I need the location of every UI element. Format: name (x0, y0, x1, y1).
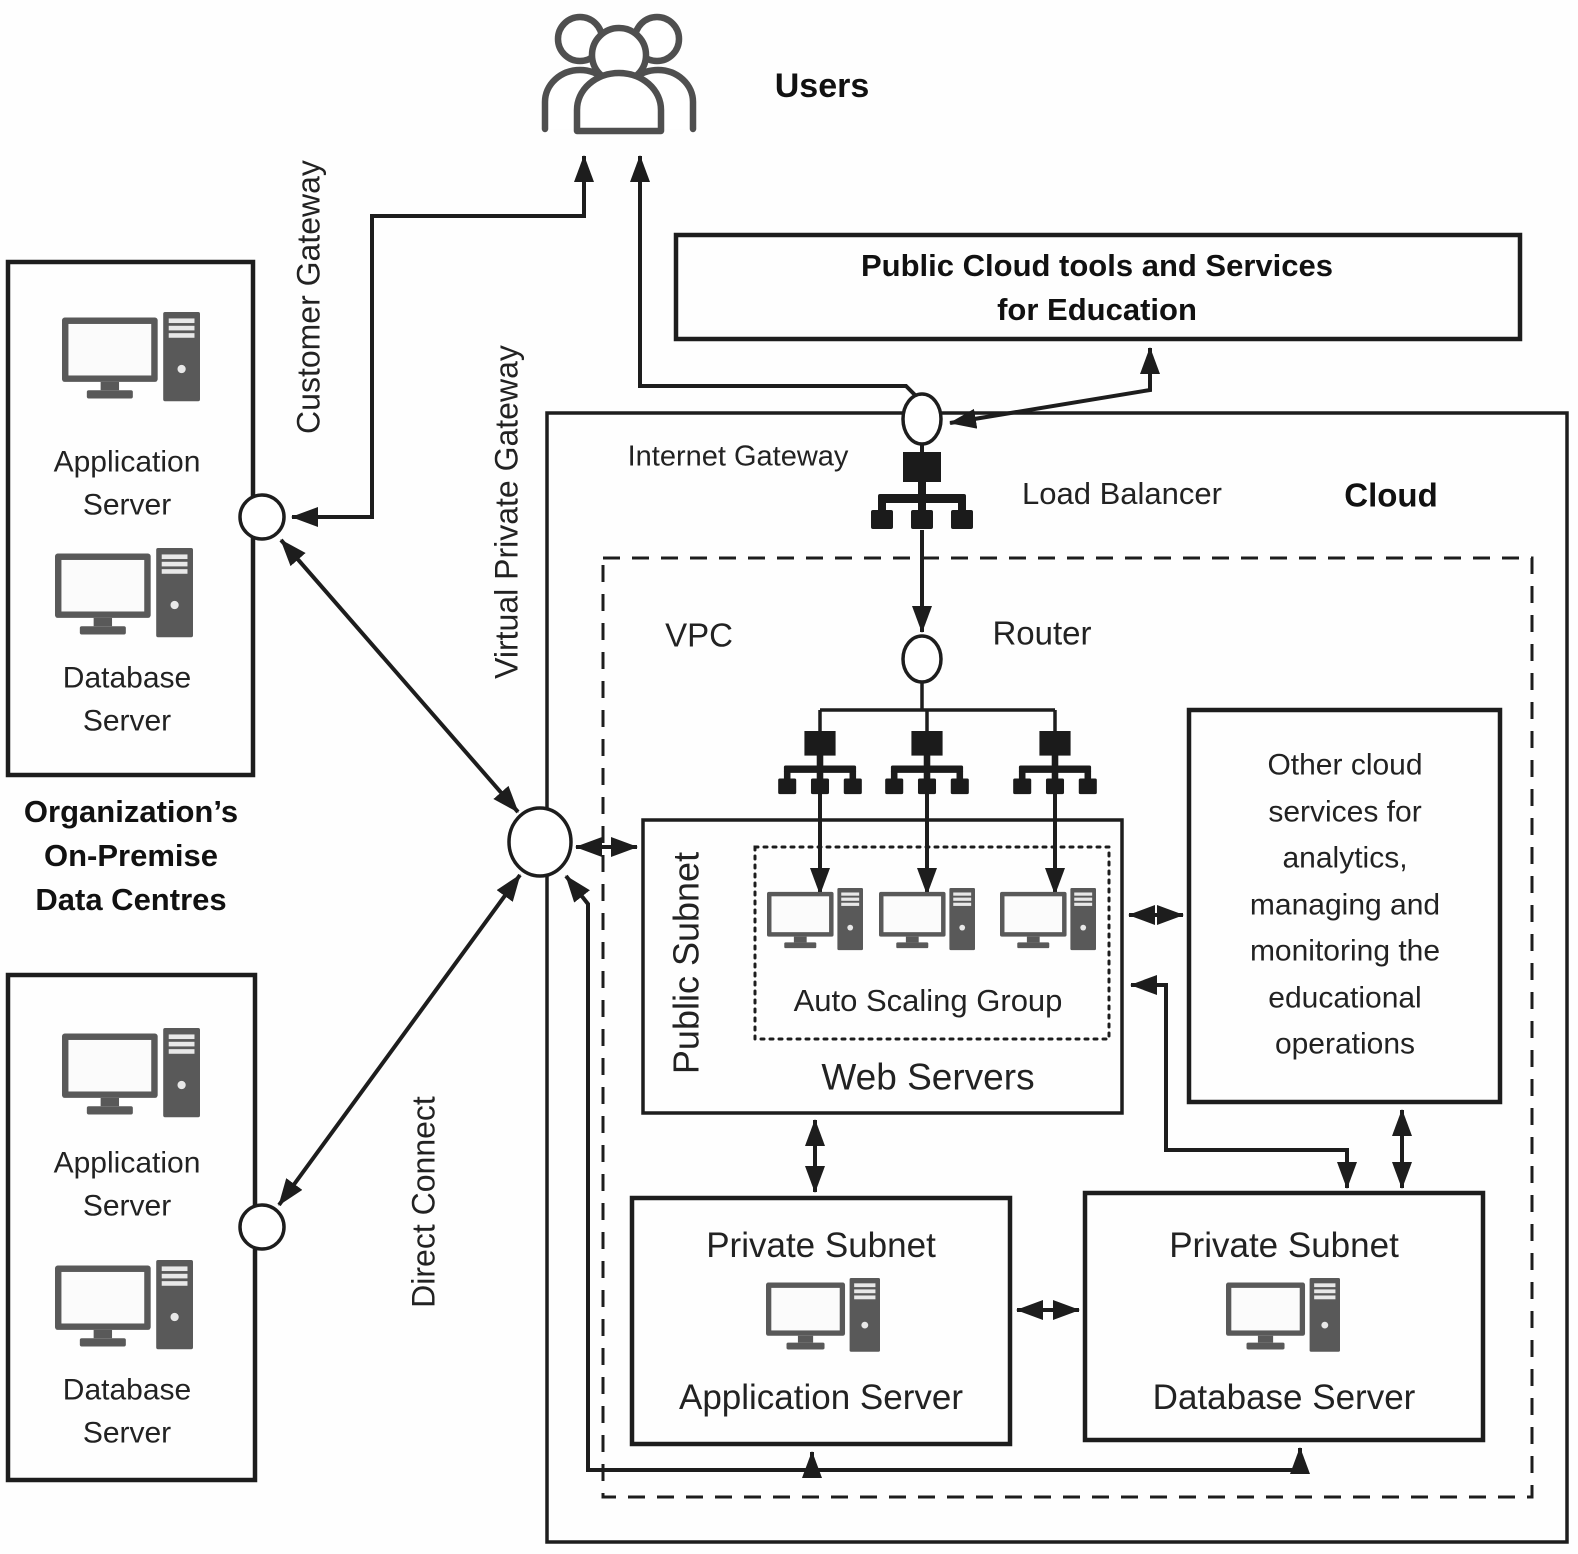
computer-icon (1226, 1278, 1340, 1352)
virtual-private-gateway-circle (507, 806, 573, 878)
computer-icon (767, 888, 863, 951)
public-cloud-tools-label: Public Cloud tools and Services for Educ… (861, 247, 1333, 327)
public-subnet-label: Public Subnet (665, 851, 707, 1075)
dc1-application-server-label: Application Server (53, 445, 201, 521)
direct-connect-line (277, 873, 522, 1207)
auto-scaling-group-label: Auto Scaling Group (793, 982, 1063, 1018)
internet-gateway-circle (901, 392, 943, 446)
load-balancer-icon (885, 731, 969, 795)
router-label: Router (992, 614, 1092, 652)
private-subnet-app-title: Private Subnet (706, 1226, 936, 1266)
vpg-private-subnets-line (564, 874, 1310, 1474)
public-cloud-tools-box (673, 232, 1523, 342)
users-icon (541, 13, 697, 135)
customer-gateway-label: Customer Gateway (290, 160, 327, 434)
computer-icon (55, 1260, 193, 1350)
computer-icon (55, 548, 193, 638)
load-balancer-icon (871, 452, 973, 529)
computer-icon (62, 312, 200, 402)
dc2-database-server-label: Database Server (62, 1373, 192, 1449)
load-balancer-icon (778, 731, 862, 795)
load-balancer-label: Load Balancer (1022, 475, 1222, 511)
direct-connect-node-circle (238, 1203, 286, 1251)
public-subnet-db-elbow (1130, 975, 1357, 1189)
customer-vpg-line (279, 538, 520, 814)
computer-icon (766, 1278, 880, 1352)
vpc-box (601, 556, 1534, 1499)
customer-gateway-node-circle (238, 493, 286, 541)
router-branch-lines (818, 680, 1057, 731)
database-server-label: Database Server (1152, 1378, 1416, 1418)
internet-gateway-label: Internet Gateway (627, 440, 849, 473)
computer-icon (1000, 888, 1096, 951)
computer-icon (62, 1028, 200, 1118)
cloud-label: Cloud (1344, 476, 1438, 514)
web-servers-label: Web Servers (821, 1056, 1035, 1098)
dc2-application-server-label: Application Server (53, 1146, 201, 1222)
computer-icon (879, 888, 975, 951)
vpc-label: VPC (665, 616, 733, 654)
router-circle (901, 634, 943, 684)
direct-connect-label: Direct Connect (405, 1096, 442, 1308)
users-label: Users (774, 66, 870, 105)
users-internet-gateway-line (630, 155, 920, 400)
virtual-private-gateway-label: Virtual Private Gateway (488, 345, 525, 679)
onprem-caption: Organization’s On-Premise Data Centres (23, 793, 239, 918)
private-subnet-db-title: Private Subnet (1169, 1226, 1399, 1266)
customer-gateway-line (291, 155, 594, 527)
other-cloud-services-label: Other cloud services for analytics, mana… (1249, 748, 1441, 1061)
public-cloud-gateway-line (949, 347, 1160, 429)
application-server-label: Application Server (678, 1378, 964, 1418)
connector-lines (277, 155, 1412, 1478)
load-balancer-icon (1013, 731, 1097, 795)
dc1-database-server-label: Database Server (62, 661, 192, 737)
